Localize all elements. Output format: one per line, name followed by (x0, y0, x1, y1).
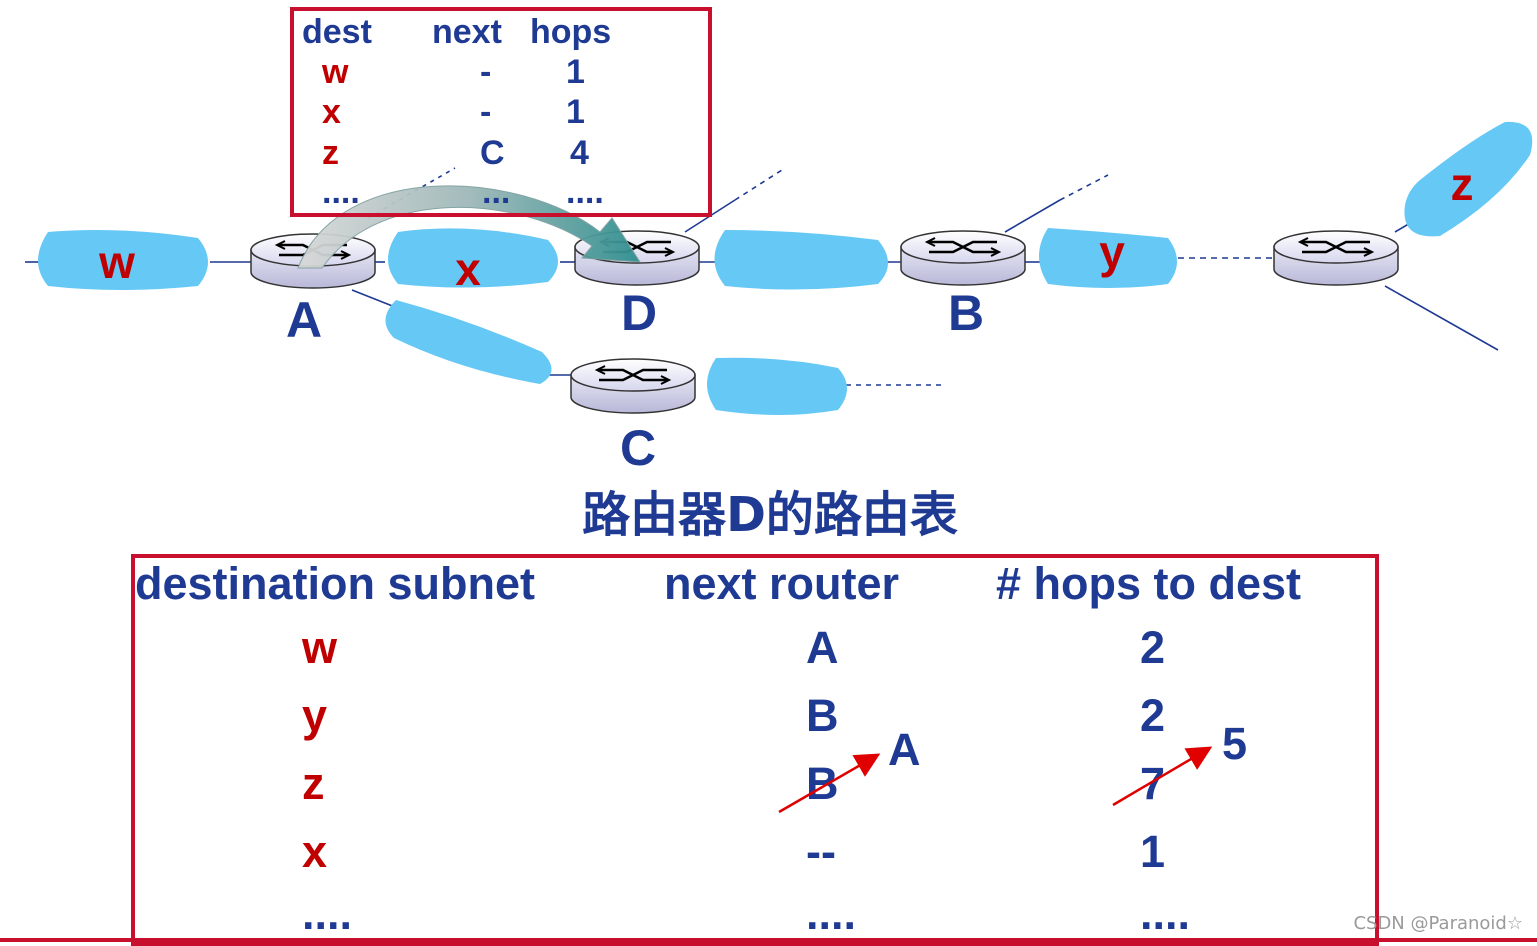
table-a-header-next: next (432, 13, 502, 51)
table-d-header-dest: destination subnet (135, 558, 536, 609)
table-d-hops: .... (1140, 888, 1191, 939)
table-d-next: B (806, 758, 839, 809)
subnet-label-w: w (98, 236, 135, 288)
subnet-aC-blob (385, 300, 552, 384)
table-d-dest: x (302, 826, 328, 877)
table-a-next: C (480, 134, 505, 172)
table-a-dest: w (322, 53, 349, 91)
strike-arrow-next (778, 753, 881, 814)
network-diagram: w x y z A D B C (25, 121, 1533, 476)
watermark: CSDN @Paranoid☆ (1353, 913, 1523, 934)
strike-arrow-hops (1112, 746, 1213, 807)
table-d-hops: 1 (1140, 826, 1166, 877)
bottom-border (0, 938, 1537, 942)
table-d-next: .... (806, 888, 857, 939)
router-label-c: C (620, 420, 656, 476)
subnet-label-y: y (1099, 226, 1125, 278)
subnet-w-blob (38, 230, 208, 290)
table-a-dest: z (322, 134, 339, 172)
table-a-dest: .... (322, 173, 360, 211)
table-a-hops: .... (566, 173, 604, 211)
table-a-hops: 1 (566, 93, 585, 131)
table-d-hops: 2 (1140, 622, 1166, 673)
table-d-header-next: next router (664, 558, 900, 609)
subnets (38, 121, 1533, 415)
table-a-header-hops: hops (530, 13, 612, 51)
table-d-hops: 2 (1140, 690, 1166, 741)
router-label-b: B (948, 285, 984, 341)
table-a-next: ... (482, 173, 511, 211)
table-d-dest: y (302, 690, 328, 741)
subnet-dB-blob (714, 230, 888, 290)
table-d-next: -- (806, 826, 836, 877)
router-a-table (290, 7, 712, 217)
table-d-dest: z (302, 758, 325, 809)
table-a-dest: x (322, 93, 341, 131)
table-d-next: B (806, 690, 839, 741)
table-a-hops: 4 (570, 134, 589, 172)
table-a-header-dest: dest (302, 13, 372, 51)
table-d-hops: 7 (1140, 758, 1166, 809)
table-d-next: A (806, 622, 839, 673)
table-d-header-hops: # hops to dest (996, 558, 1302, 609)
subnet-y-blob (1039, 228, 1177, 288)
updated-next-router: A (888, 724, 921, 775)
subnet-label-z: z (1451, 158, 1474, 210)
table-a-next: - (480, 53, 492, 91)
updated-hops: 5 (1222, 718, 1248, 769)
subnet-x-blob (388, 228, 558, 288)
subnet-label-x: x (455, 243, 481, 295)
subnet-z-blob (1404, 121, 1533, 237)
router-label-d: D (621, 285, 657, 341)
table-d-dest: w (302, 622, 338, 673)
table-a-next: - (480, 93, 492, 131)
table-a-hops: 1 (566, 53, 585, 91)
table-d-dest: .... (302, 888, 353, 939)
router-label-a: A (286, 292, 322, 348)
subnet-c-blob (707, 357, 847, 415)
router-d-table-caption: 路由器D的路由表 (582, 487, 958, 543)
